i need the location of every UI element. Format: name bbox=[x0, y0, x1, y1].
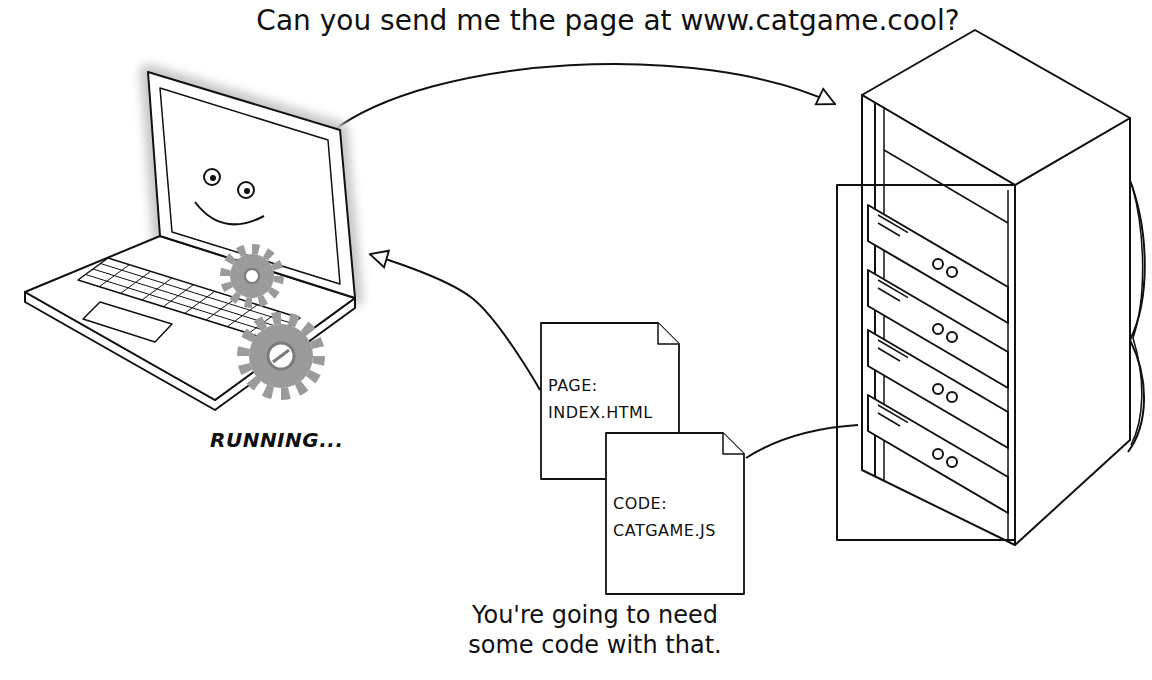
document-sheet bbox=[606, 433, 744, 594]
server-unit bbox=[868, 395, 1008, 513]
gear-mark bbox=[273, 350, 289, 362]
server-led bbox=[947, 392, 957, 402]
server-slot bbox=[878, 413, 900, 426]
laptop-screen bbox=[148, 72, 355, 298]
server-led bbox=[933, 259, 943, 269]
server-led bbox=[947, 332, 957, 342]
eye bbox=[238, 182, 254, 198]
trackpad bbox=[83, 302, 172, 342]
rack-cable bbox=[1131, 185, 1143, 445]
key-column bbox=[227, 305, 257, 327]
document-fold bbox=[723, 433, 744, 454]
status-text: RUNNING... bbox=[210, 427, 344, 453]
key-column bbox=[99, 265, 129, 287]
node-text-block: CODE: CATGAME.JS bbox=[613, 490, 733, 544]
request-arrow bbox=[330, 64, 835, 133]
eye bbox=[204, 169, 220, 185]
document-fold bbox=[658, 323, 679, 344]
server-slot bbox=[878, 223, 900, 236]
document-page: CODE: CATGAME.JS bbox=[605, 432, 745, 595]
gear-teeth bbox=[225, 249, 279, 303]
document-label: CODE: CATGAME.JS bbox=[613, 490, 733, 544]
gears bbox=[225, 249, 319, 394]
rack-frame bbox=[837, 185, 1015, 540]
smile bbox=[195, 202, 264, 224]
server-slot bbox=[878, 405, 908, 423]
laptop-node: RUNNING... bbox=[20, 55, 370, 470]
server-slot bbox=[878, 340, 908, 358]
server-rack bbox=[837, 30, 1145, 545]
server-led bbox=[933, 449, 943, 459]
request-response-arrow bbox=[370, 254, 540, 390]
server-slot bbox=[878, 288, 900, 301]
server-slot bbox=[878, 215, 908, 233]
server-led bbox=[947, 457, 957, 467]
gear-teeth bbox=[243, 318, 319, 394]
gear-hole bbox=[268, 343, 294, 369]
server-slot bbox=[878, 280, 908, 298]
rack-shelf bbox=[884, 150, 1008, 223]
gear-hole bbox=[245, 269, 259, 283]
request-text: Can you send me the page at www.catgame.… bbox=[150, 4, 1066, 38]
key-column bbox=[206, 298, 236, 320]
key-column bbox=[185, 291, 215, 313]
key-column bbox=[121, 271, 151, 293]
server-led bbox=[933, 384, 943, 394]
rack-front bbox=[862, 95, 1015, 545]
laptop-illustration bbox=[25, 72, 355, 410]
gear-body bbox=[249, 324, 313, 388]
reply-caption: You're going to need some code with that… bbox=[445, 600, 745, 660]
pupil bbox=[244, 188, 250, 194]
response-wire bbox=[746, 425, 858, 458]
server-led bbox=[933, 324, 943, 334]
server-led bbox=[947, 267, 957, 277]
server-slot bbox=[878, 348, 900, 361]
key-column bbox=[163, 285, 193, 307]
pupil bbox=[210, 175, 216, 181]
document-label: PAGE: INDEX.HTML bbox=[548, 372, 668, 426]
gear-body bbox=[230, 254, 274, 298]
key-column bbox=[142, 278, 172, 300]
node-text-block: PAGE: INDEX.HTML bbox=[548, 372, 668, 426]
rack-side bbox=[1015, 118, 1130, 545]
node-text-block: RUNNING... bbox=[210, 427, 344, 453]
document-outline bbox=[605, 432, 745, 595]
